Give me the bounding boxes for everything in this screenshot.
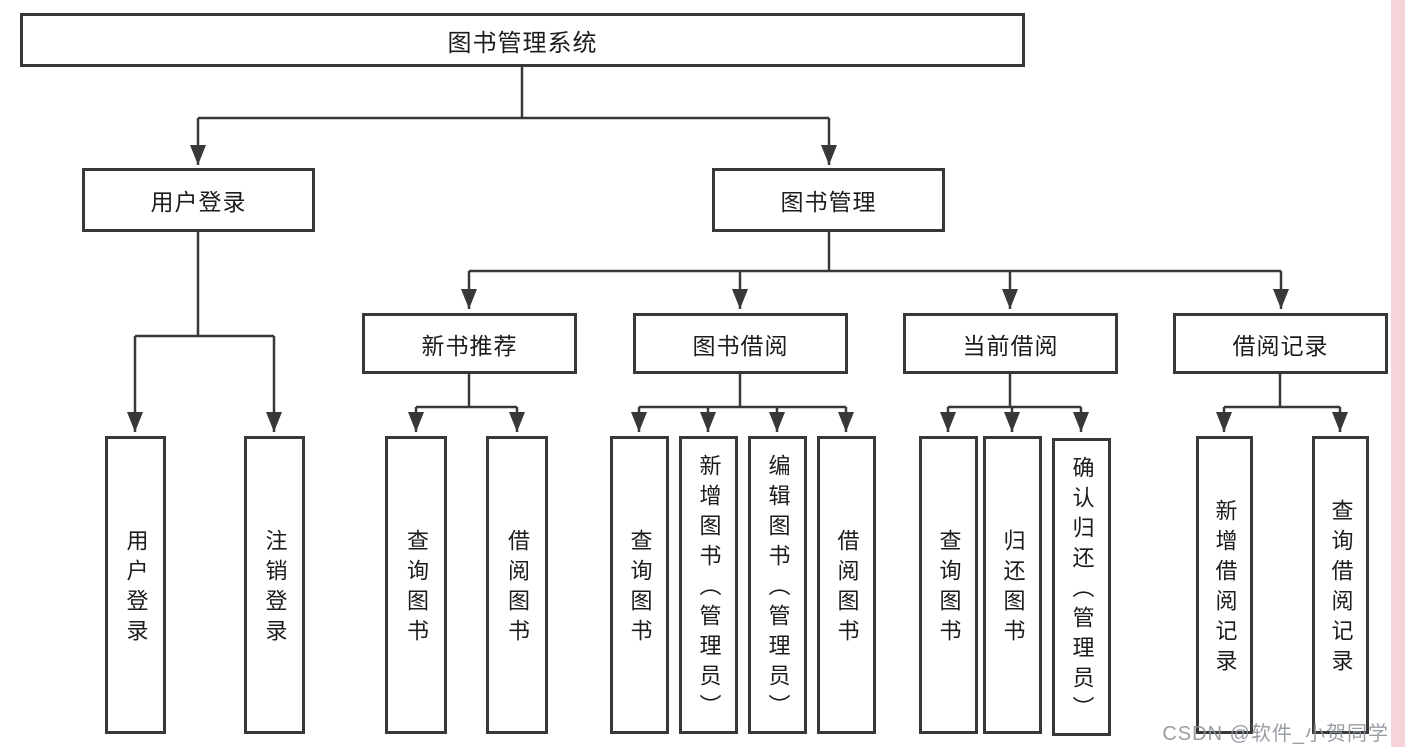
node-borrow-records: 借阅记录 bbox=[1173, 313, 1388, 374]
leaf-add-borrow-record: 新增借阅记录 bbox=[1196, 436, 1253, 734]
csdn-watermark: CSDN @软件_小贺同学 bbox=[1162, 723, 1389, 745]
leaf-borrow-books: 借阅图书 bbox=[817, 436, 876, 734]
leaf-logout: 注销登录 bbox=[244, 436, 305, 734]
leaf-query-borrow-record: 查询借阅记录 bbox=[1312, 436, 1369, 734]
leaf-edit-books-admin: 编辑图书（管理员） bbox=[748, 436, 807, 734]
node-new-book-recommend: 新书推荐 bbox=[362, 313, 577, 374]
leaf-add-books-admin: 新增图书（管理员） bbox=[679, 436, 738, 734]
leaf-confirm-return-admin: 确认归还（管理员） bbox=[1052, 438, 1111, 736]
leaf-return-books: 归还图书 bbox=[983, 436, 1042, 734]
leaf-recommend-query-books: 查询图书 bbox=[385, 436, 447, 734]
leaf-borrow-query-books: 查询图书 bbox=[610, 436, 669, 734]
leaf-user-login: 用户登录 bbox=[105, 436, 166, 734]
leaf-recommend-borrow-books: 借阅图书 bbox=[486, 436, 548, 734]
leaf-current-query-books: 查询图书 bbox=[919, 436, 978, 734]
node-root-system: 图书管理系统 bbox=[20, 13, 1025, 67]
watermark-strip bbox=[1391, 0, 1405, 747]
node-user-login: 用户登录 bbox=[82, 168, 315, 232]
node-book-borrow: 图书借阅 bbox=[633, 313, 848, 374]
node-current-borrow: 当前借阅 bbox=[903, 313, 1118, 374]
node-book-management: 图书管理 bbox=[712, 168, 945, 232]
